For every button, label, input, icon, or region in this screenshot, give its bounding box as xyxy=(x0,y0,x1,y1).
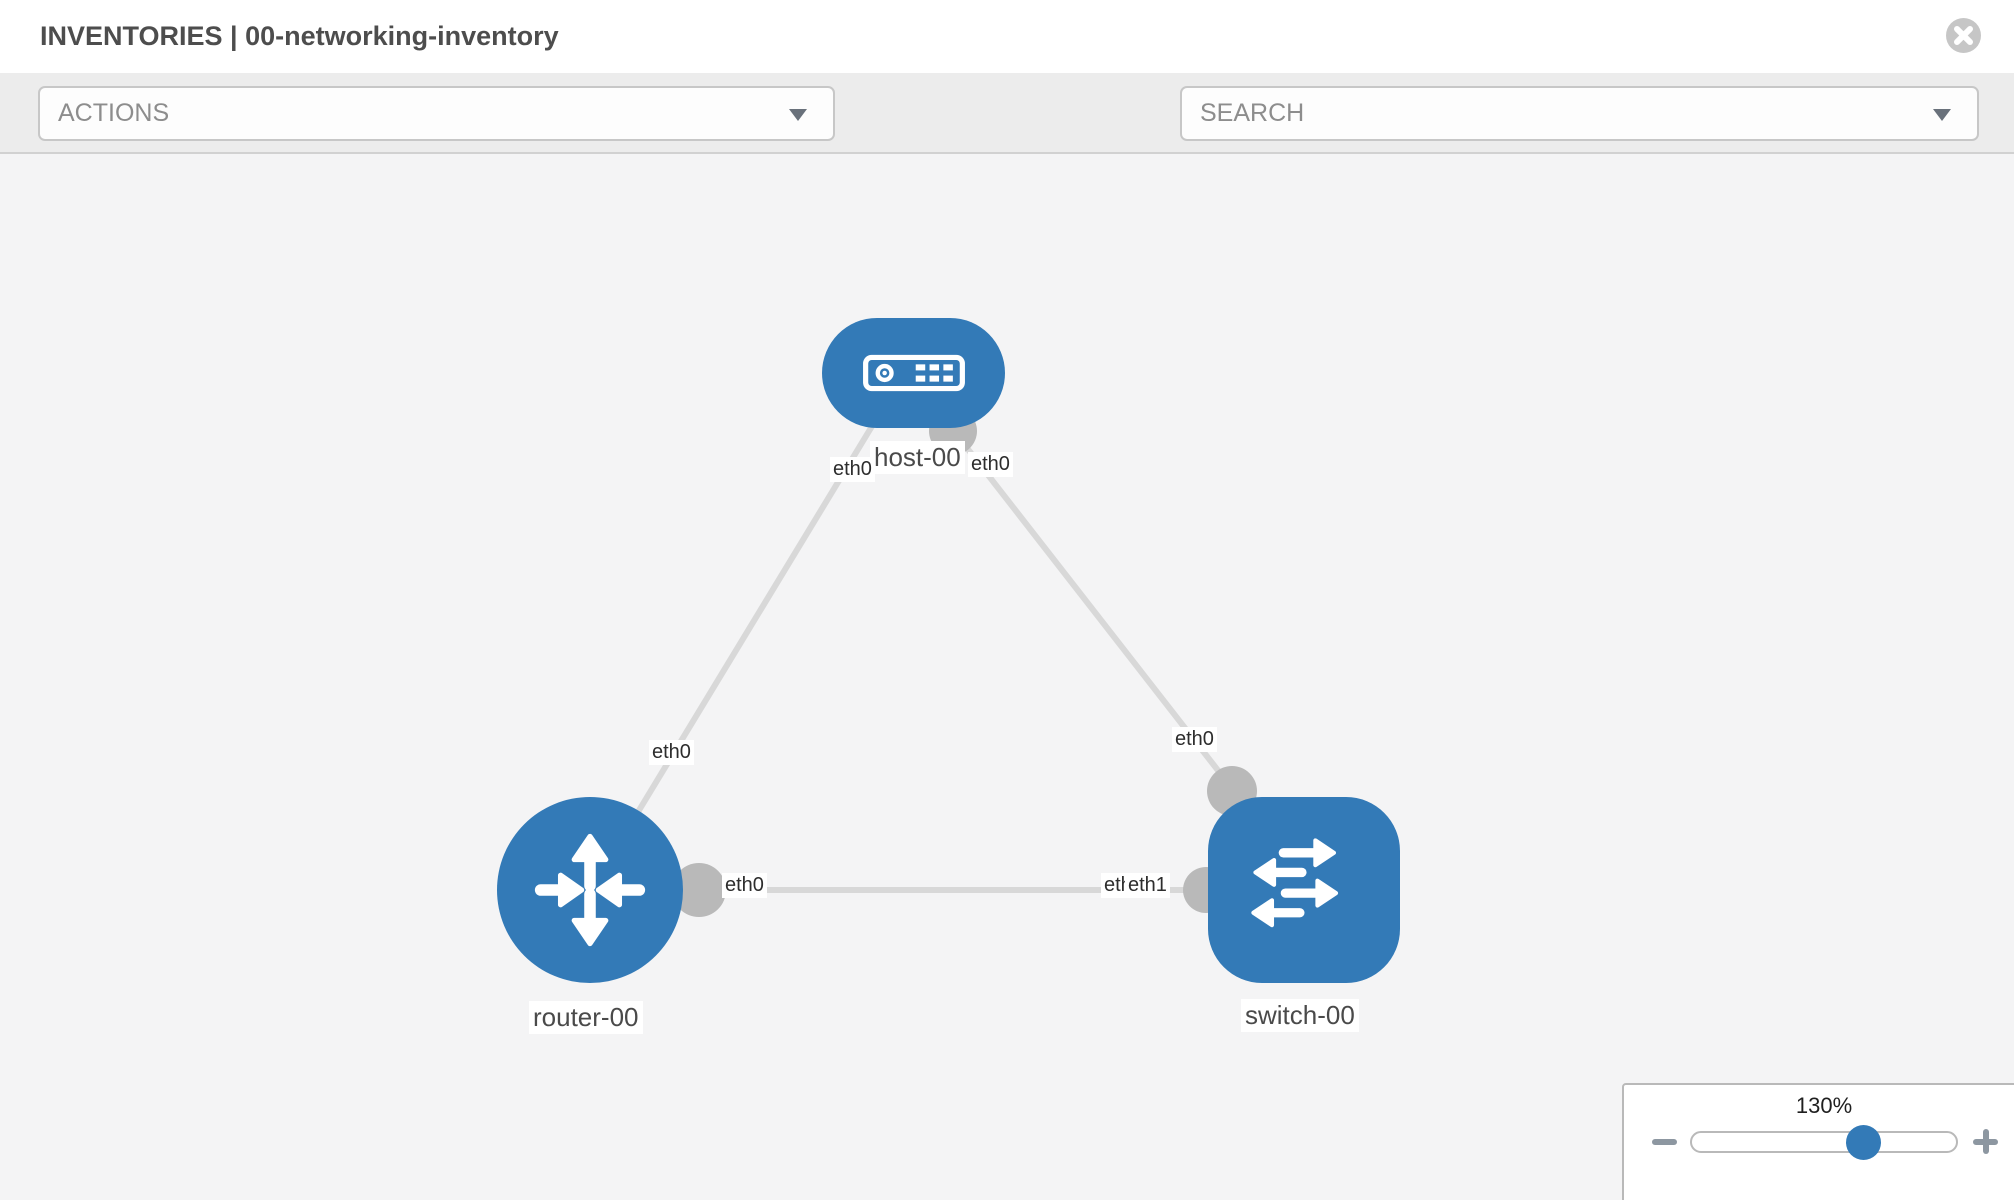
node-router-00[interactable] xyxy=(497,797,683,983)
header-bar: INVENTORIES | 00-networking-inventory xyxy=(0,0,2014,73)
search-dropdown[interactable]: SEARCH xyxy=(1180,86,1979,141)
router-icon xyxy=(534,833,646,947)
interface-label-switch-eth1: eth1 xyxy=(1125,873,1170,898)
node-label-router-00: router-00 xyxy=(529,1001,643,1034)
zoom-slider-track[interactable] xyxy=(1690,1131,1958,1153)
zoom-in-icon[interactable] xyxy=(1973,1129,1998,1154)
node-label-switch-00: switch-00 xyxy=(1241,999,1359,1032)
interface-label-router-eth0-uplink: eth0 xyxy=(649,740,694,765)
zoom-level-value: 130% xyxy=(1795,1093,1853,1118)
topology-canvas[interactable] xyxy=(0,154,2014,1200)
node-host-00[interactable] xyxy=(822,318,1005,428)
chevron-down-icon xyxy=(789,109,807,121)
close-button[interactable] xyxy=(1946,18,1981,53)
interface-label-router-eth0-right: eth0 xyxy=(722,873,767,898)
actions-dropdown-label: ACTIONS xyxy=(58,99,170,127)
interface-label-host-eth0-left: eth0 xyxy=(830,457,875,482)
search-dropdown-label: SEARCH xyxy=(1200,99,1305,127)
node-switch-00[interactable] xyxy=(1208,797,1400,983)
page-title: INVENTORIES | 00-networking-inventory xyxy=(40,21,559,51)
toolbar: ACTIONS SEARCH xyxy=(0,73,2014,154)
chevron-down-icon xyxy=(1933,109,1951,121)
zoom-out-icon[interactable] xyxy=(1652,1139,1677,1145)
zoom-control-panel: 130% xyxy=(1622,1083,2014,1200)
switch-icon xyxy=(1251,838,1339,928)
interface-label-switch-eth0-uplink: eth0 xyxy=(1172,727,1217,752)
host-icon xyxy=(862,354,965,392)
close-icon xyxy=(1946,18,1981,53)
node-label-host-00: host-00 xyxy=(870,441,965,474)
zoom-slider-knob[interactable] xyxy=(1846,1125,1881,1160)
interface-label-host-eth0-right: eth0 xyxy=(968,452,1013,477)
actions-dropdown[interactable]: ACTIONS xyxy=(38,86,835,141)
